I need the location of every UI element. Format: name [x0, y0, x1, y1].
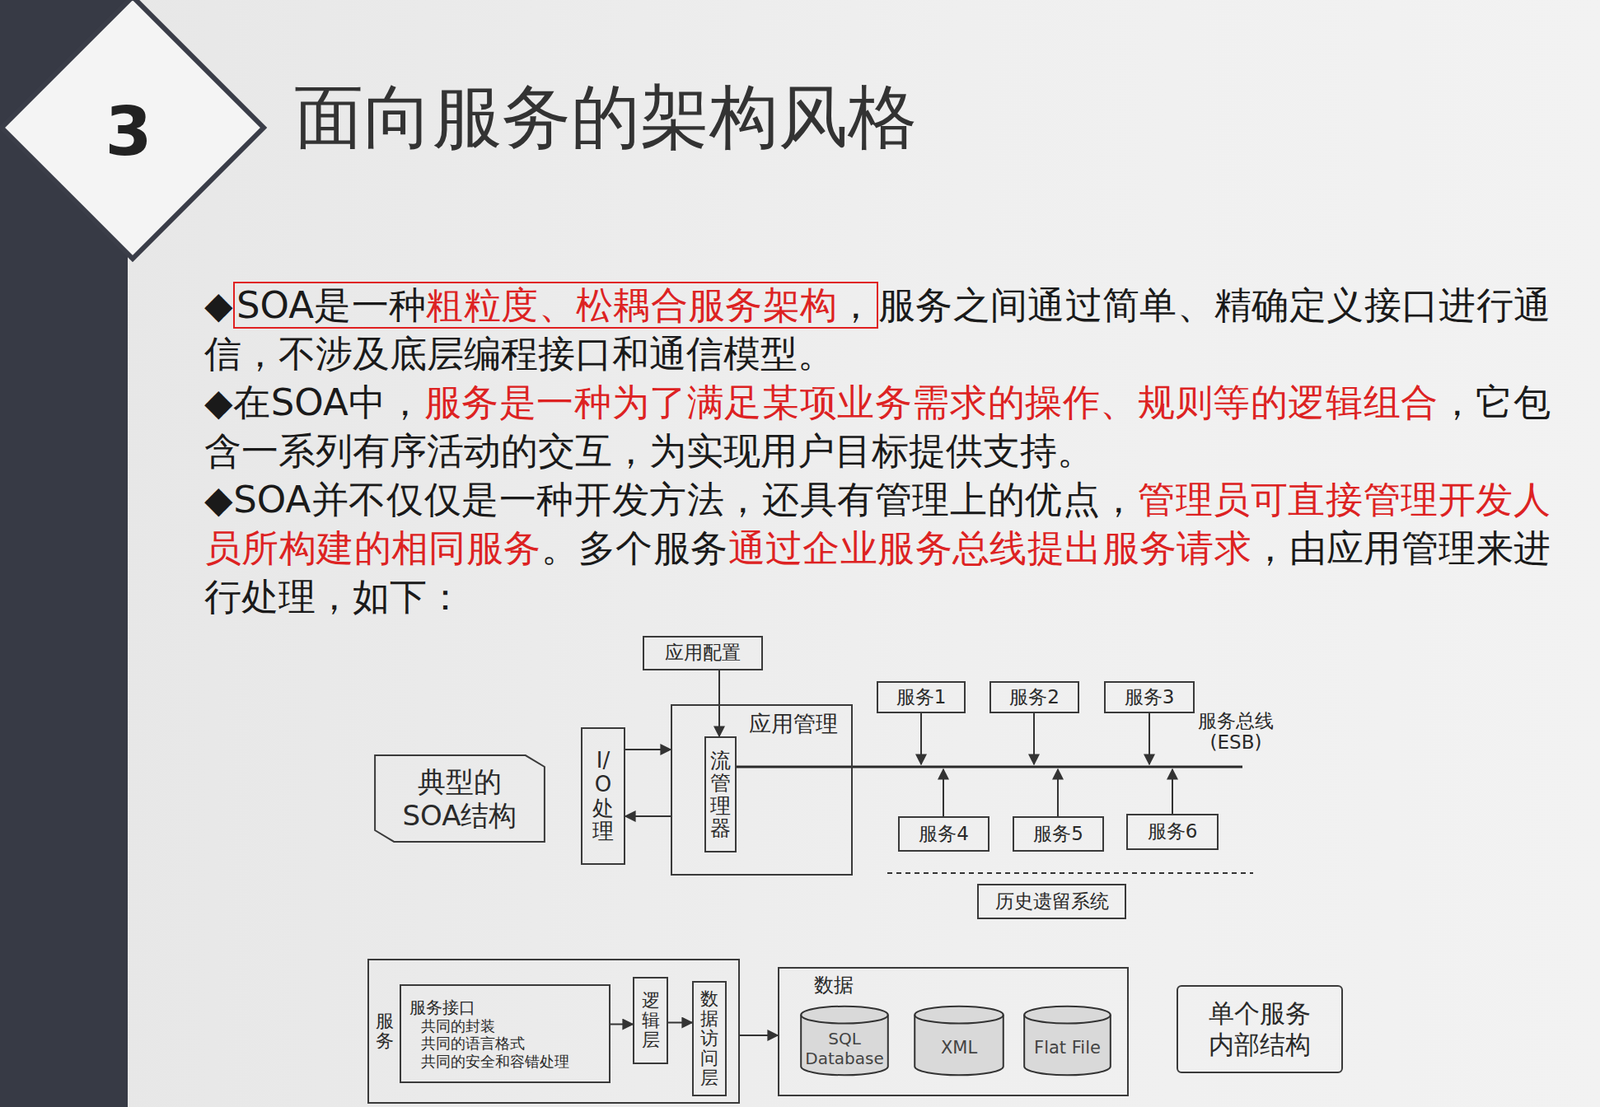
highlight-frame: SOA是一种粗粒度、松耦合服务架构，	[233, 281, 879, 329]
component-box: 典型的 SOA结构	[373, 754, 547, 843]
flow-arrow	[739, 1034, 778, 1037]
bullet-paragraph: ◆在SOA中，服务是一种为了满足某项业务需求的操作、规则等的逻辑组合，它包含一系…	[204, 378, 1551, 476]
body-segment: SOA是一种	[236, 283, 426, 328]
component-box: 服务6	[1126, 814, 1219, 851]
bullet-paragraph: ◆SOA并不仅仅是一种开发方法，还具有管理上的优点，管理员可直接管理开发人员所构…	[204, 475, 1551, 622]
cylinder-body	[914, 1006, 1004, 1077]
component-box: I/O处理	[580, 727, 626, 866]
node-label: 应用管理	[748, 711, 838, 738]
node-label: 数据	[814, 973, 854, 998]
node-detail: 共同的安全和容错处理	[409, 1052, 570, 1072]
body-segment: ◆在SOA中，	[204, 380, 425, 425]
database-cylinder: SQL Database	[799, 1005, 890, 1077]
cylinder-body	[800, 1006, 889, 1077]
component-box: 服务2	[989, 681, 1080, 714]
node-label: 服务	[375, 1011, 394, 1052]
body-segment: ，	[837, 283, 875, 328]
box-outline	[374, 755, 545, 843]
cylinder-rim	[914, 1015, 1004, 1024]
component-box: 历史遗留系统	[977, 884, 1127, 920]
highlight-text: 通过企业服务总线提出服务请求	[728, 526, 1253, 571]
node-detail: 共同的语言格式	[409, 1034, 525, 1053]
bullet-paragraph: ◆SOA是一种粗粒度、松耦合服务架构，服务之间通过简单、精确定义接口进行通信，不…	[204, 280, 1551, 379]
bus-label: 服务总线 (ESB)	[1196, 710, 1276, 754]
slide-title: 面向服务的架构风格	[294, 75, 917, 159]
node-label: 服务4	[918, 823, 969, 847]
node-label: Flat File	[1033, 1038, 1101, 1059]
component-box: 服务5	[1012, 816, 1105, 852]
database-cylinder: XML	[912, 1005, 1006, 1077]
highlight-text: 服务是一种为了满足某项业务需求的操作、规则等的逻辑组合	[424, 380, 1439, 425]
cylinder-rim	[1024, 1015, 1111, 1024]
node-label: 历史遗留系统	[995, 890, 1109, 914]
flow-arrow	[625, 748, 671, 751]
flow-arrow	[625, 815, 671, 818]
component-box: 服务4	[898, 816, 990, 852]
node-label: 服务6	[1147, 820, 1198, 844]
container-box: 应用管理流管理器	[670, 704, 853, 876]
flow-arrow	[610, 1024, 633, 1026]
service-bus	[736, 766, 1243, 769]
node-label: 服务接口	[409, 997, 476, 1018]
highlight-text: 粗粒度、松耦合服务架构	[425, 283, 838, 328]
node-detail: 共同的封装	[409, 1017, 496, 1036]
node-label: SQL Database	[804, 1029, 885, 1069]
node-label: 单个服务 内部结构	[1197, 998, 1322, 1060]
component-box: 服务3	[1104, 681, 1195, 714]
node-label: XML	[940, 1038, 978, 1059]
container-box: 数据 SQL Database XML Flat File	[777, 967, 1129, 1097]
node-label: 流管理器	[710, 749, 731, 841]
component-box: 逻辑层	[632, 977, 669, 1065]
body-text: ◆SOA是一种粗粒度、松耦合服务架构，服务之间通过简单、精确定义接口进行通信，不…	[204, 280, 1551, 622]
node-label: 服务3	[1124, 686, 1175, 710]
container-box: 服务服务接口共同的封装共同的语言格式共同的安全和容错处理 逻辑层 数据访问层	[367, 959, 740, 1105]
node-label: I/O处理	[592, 748, 614, 843]
node-label: 逻辑层	[641, 991, 660, 1052]
node-label: 应用配置	[664, 641, 741, 665]
node-label: 服务5	[1033, 823, 1084, 847]
section-number: 3	[97, 92, 160, 172]
number-diamond	[1, 0, 264, 259]
component-box: 流管理器	[704, 736, 737, 853]
component-box: 数据访问层	[692, 981, 727, 1097]
database-cylinder: Flat File	[1022, 1005, 1113, 1077]
node-label: 典型的 SOA结构	[389, 765, 530, 833]
node-label: 服务2	[1009, 686, 1060, 710]
cylinder-rim	[800, 1015, 889, 1024]
body-segment: 。多个服务	[541, 526, 729, 571]
cylinder-body	[1024, 1006, 1111, 1077]
component-box: 服务接口共同的封装共同的语言格式共同的安全和容错处理	[399, 984, 611, 1084]
component-box: 应用配置	[642, 636, 763, 671]
component-box: 单个服务 内部结构	[1176, 985, 1343, 1074]
flow-arrow	[668, 1022, 693, 1025]
node-label: 数据访问层	[700, 989, 719, 1090]
body-segment: ◆	[204, 283, 234, 328]
bus-arrows	[921, 713, 1173, 817]
flow-arrow	[718, 670, 721, 737]
node-label: 服务1	[896, 686, 947, 710]
legacy-divider	[887, 872, 1254, 875]
body-segment: ◆SOA并不仅仅是一种开发方法，还具有管理上的优点，	[204, 477, 1138, 522]
component-box: 服务1	[876, 681, 966, 714]
